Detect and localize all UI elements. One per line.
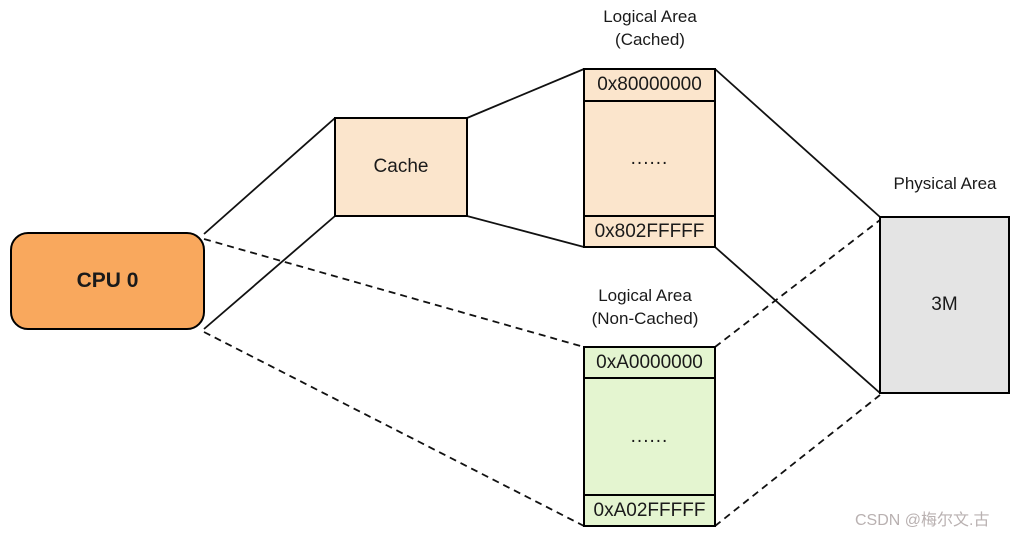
watermark-text: CSDN @梅尔文.古 [855, 512, 990, 529]
logical-cached-box: 0x80000000 ...... 0x802FFFFF [583, 68, 716, 248]
cached-title-line2: (Cached) [615, 30, 685, 49]
cached-ellipsis: ...... [630, 147, 669, 169]
noncached-start-address: 0xA0000000 [585, 348, 714, 379]
cpu-label: CPU 0 [76, 269, 139, 292]
cache-label: Cache [373, 156, 429, 177]
cache-box: Cache [334, 117, 468, 217]
cpu-box: CPU 0 [10, 232, 205, 330]
physical-area-title: Physical Area [893, 174, 997, 193]
noncached-area-title: Logical Area (Non-Cached) [555, 284, 735, 330]
cpu-to-noncached-top-line [203, 238, 585, 348]
cached-area-title: Logical Area (Cached) [560, 5, 740, 51]
cpu-to-cache-bottom-line [203, 215, 336, 330]
cpu-to-cache-top-line [203, 117, 336, 235]
cached-to-physical-bottom-line [714, 246, 881, 394]
cached-end-address: 0x802FFFFF [585, 215, 714, 246]
cached-title-line1: Logical Area [603, 7, 697, 26]
cache-to-cached-bottom-line [466, 215, 585, 248]
cache-to-cached-top-line [466, 68, 585, 119]
physical-area-box: 3M [879, 216, 1010, 394]
noncached-title-line1: Logical Area [598, 286, 692, 305]
noncached-to-physical-top-line [714, 219, 881, 348]
physical-size-label: 3M [931, 294, 958, 315]
noncached-end-address: 0xA02FFFFF [585, 494, 714, 525]
noncached-title-line2: (Non-Cached) [591, 309, 699, 328]
cached-start-address: 0x80000000 [585, 70, 714, 102]
cached-to-physical-top-line [714, 68, 881, 218]
logical-noncached-box: 0xA0000000 ...... 0xA02FFFFF [583, 346, 716, 527]
cpu-to-noncached-bottom-line [203, 331, 585, 527]
noncached-ellipsis: ...... [630, 425, 669, 447]
